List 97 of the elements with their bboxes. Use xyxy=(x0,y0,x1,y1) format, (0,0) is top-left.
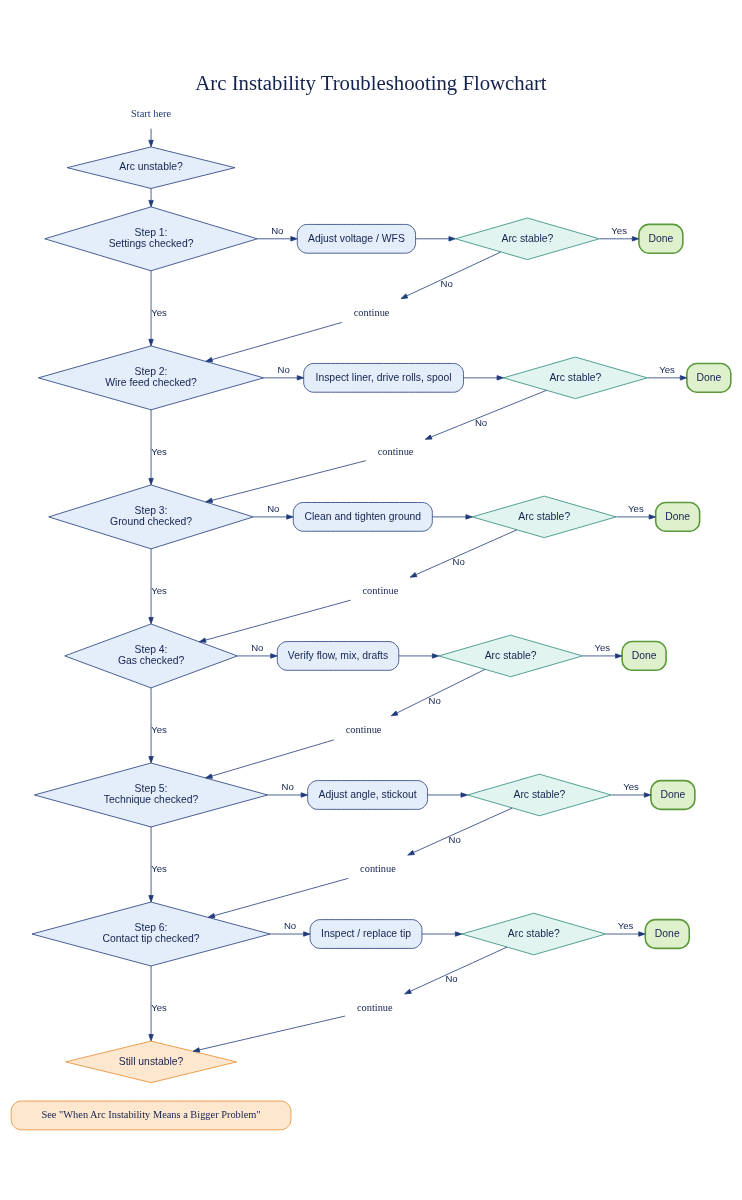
node-box: Done xyxy=(654,501,701,533)
edge-label: No xyxy=(283,919,297,931)
arrow xyxy=(611,792,652,798)
arrow xyxy=(267,792,308,798)
arrow xyxy=(616,514,656,520)
arrow xyxy=(404,946,508,995)
node-box: Done xyxy=(650,779,696,811)
edge-label: Yes xyxy=(151,862,167,874)
edge-label: No xyxy=(440,278,453,290)
arrow xyxy=(205,322,343,363)
node-box: Done xyxy=(621,640,667,672)
node-text: continue xyxy=(356,1002,393,1014)
arrow xyxy=(421,931,463,937)
node-diamond: Arc stable? xyxy=(438,634,583,678)
edge-label: No xyxy=(267,502,280,514)
arrow xyxy=(605,931,646,937)
node-box: Done xyxy=(644,918,691,950)
node-diamond: Step 5: Technique checked? xyxy=(34,762,269,828)
node-diamond: Step 3: Ground checked? xyxy=(48,484,254,550)
arrow xyxy=(582,653,623,659)
arrow xyxy=(599,236,640,242)
node-diamond: Step 2: Wire feed checked? xyxy=(37,345,265,411)
arrow xyxy=(432,514,473,520)
edge-label: Yes xyxy=(611,224,627,236)
arrow xyxy=(263,375,305,381)
node-diamond: Arc stable? xyxy=(461,912,607,956)
node-box: Inspect / replace tip xyxy=(309,919,423,949)
node-diamond: Arc unstable? xyxy=(66,146,236,189)
arrow xyxy=(407,807,513,856)
node-box: Done xyxy=(686,362,732,394)
node-diamond: Arc stable? xyxy=(467,773,612,817)
edge-label: Yes xyxy=(151,1001,167,1013)
node-diamond: Arc stable? xyxy=(471,495,617,539)
edge-label: Yes xyxy=(594,641,611,653)
edge-label: No xyxy=(428,695,441,707)
arrow xyxy=(148,548,154,625)
node-text: continue xyxy=(353,306,390,318)
arrow xyxy=(390,669,486,717)
arrow xyxy=(256,236,298,242)
arrow xyxy=(148,965,154,1042)
arrow xyxy=(647,375,688,381)
edge-label: No xyxy=(277,363,290,375)
diagram-title: Arc Instability Troubleshooting Flowchart xyxy=(195,71,547,95)
edge-label: Yes xyxy=(617,919,634,931)
arrow xyxy=(148,270,154,347)
node-box: See "When Arc Instability Means a Bigger Problem" xyxy=(10,1100,292,1131)
node-box: Adjust angle, stickout xyxy=(307,780,428,810)
edge-label: No xyxy=(271,224,284,236)
node-text: Start here xyxy=(131,107,172,119)
node-diamond: Arc stable? xyxy=(503,356,648,400)
edge-label: No xyxy=(474,417,488,429)
edge-label: Yes xyxy=(151,584,167,596)
arrow xyxy=(269,931,311,937)
arrow xyxy=(205,739,335,779)
arrow xyxy=(253,514,294,520)
edge-label: No xyxy=(448,834,461,846)
arrow xyxy=(148,409,154,486)
node-text: continue xyxy=(360,863,396,875)
node-diamond: Arc stable? xyxy=(455,217,600,260)
arrow xyxy=(400,251,502,300)
edge-label: Yes xyxy=(151,306,167,318)
arrow xyxy=(409,529,518,578)
node-box: Adjust voltage / WFS xyxy=(296,224,416,254)
node-diamond: Step 1: Settings checked? xyxy=(44,206,258,272)
arrow xyxy=(205,460,367,503)
edge-label: No xyxy=(281,780,294,792)
arrow xyxy=(398,653,440,659)
node-box: Clean and tighten ground xyxy=(292,502,433,532)
arrow xyxy=(207,877,349,919)
arrow xyxy=(148,128,154,148)
node-diamond: Step 4: Gas checked? xyxy=(64,623,238,689)
node-box: Verify flow, mix, drafts xyxy=(276,641,400,671)
node-text: continue xyxy=(345,723,382,735)
edge-label: Yes xyxy=(623,780,639,792)
edge-label: Yes xyxy=(151,445,167,457)
edge-label: Yes xyxy=(659,363,675,375)
edge-label: No xyxy=(445,973,458,985)
arrow xyxy=(415,236,456,242)
arrow xyxy=(463,375,504,381)
edge-label: Yes xyxy=(151,723,167,735)
arrow xyxy=(237,653,278,659)
node-text: continue xyxy=(377,445,414,457)
node-diamond: Still unstable? xyxy=(65,1040,237,1084)
arrow xyxy=(192,1015,346,1053)
arrow xyxy=(148,826,154,903)
edge-label: No xyxy=(251,641,264,653)
edge-label: No xyxy=(452,556,465,568)
node-box: Inspect liner, drive rolls, spool xyxy=(303,363,464,393)
node-box: Done xyxy=(638,223,684,254)
arrow xyxy=(148,188,154,208)
node-text: continue xyxy=(362,584,399,596)
arrow xyxy=(424,389,547,440)
arrow xyxy=(148,687,154,764)
arrow xyxy=(198,599,352,643)
node-diamond: Step 6: Contact tip checked? xyxy=(31,901,271,967)
arrow xyxy=(427,792,468,798)
edge-label: Yes xyxy=(628,502,644,514)
